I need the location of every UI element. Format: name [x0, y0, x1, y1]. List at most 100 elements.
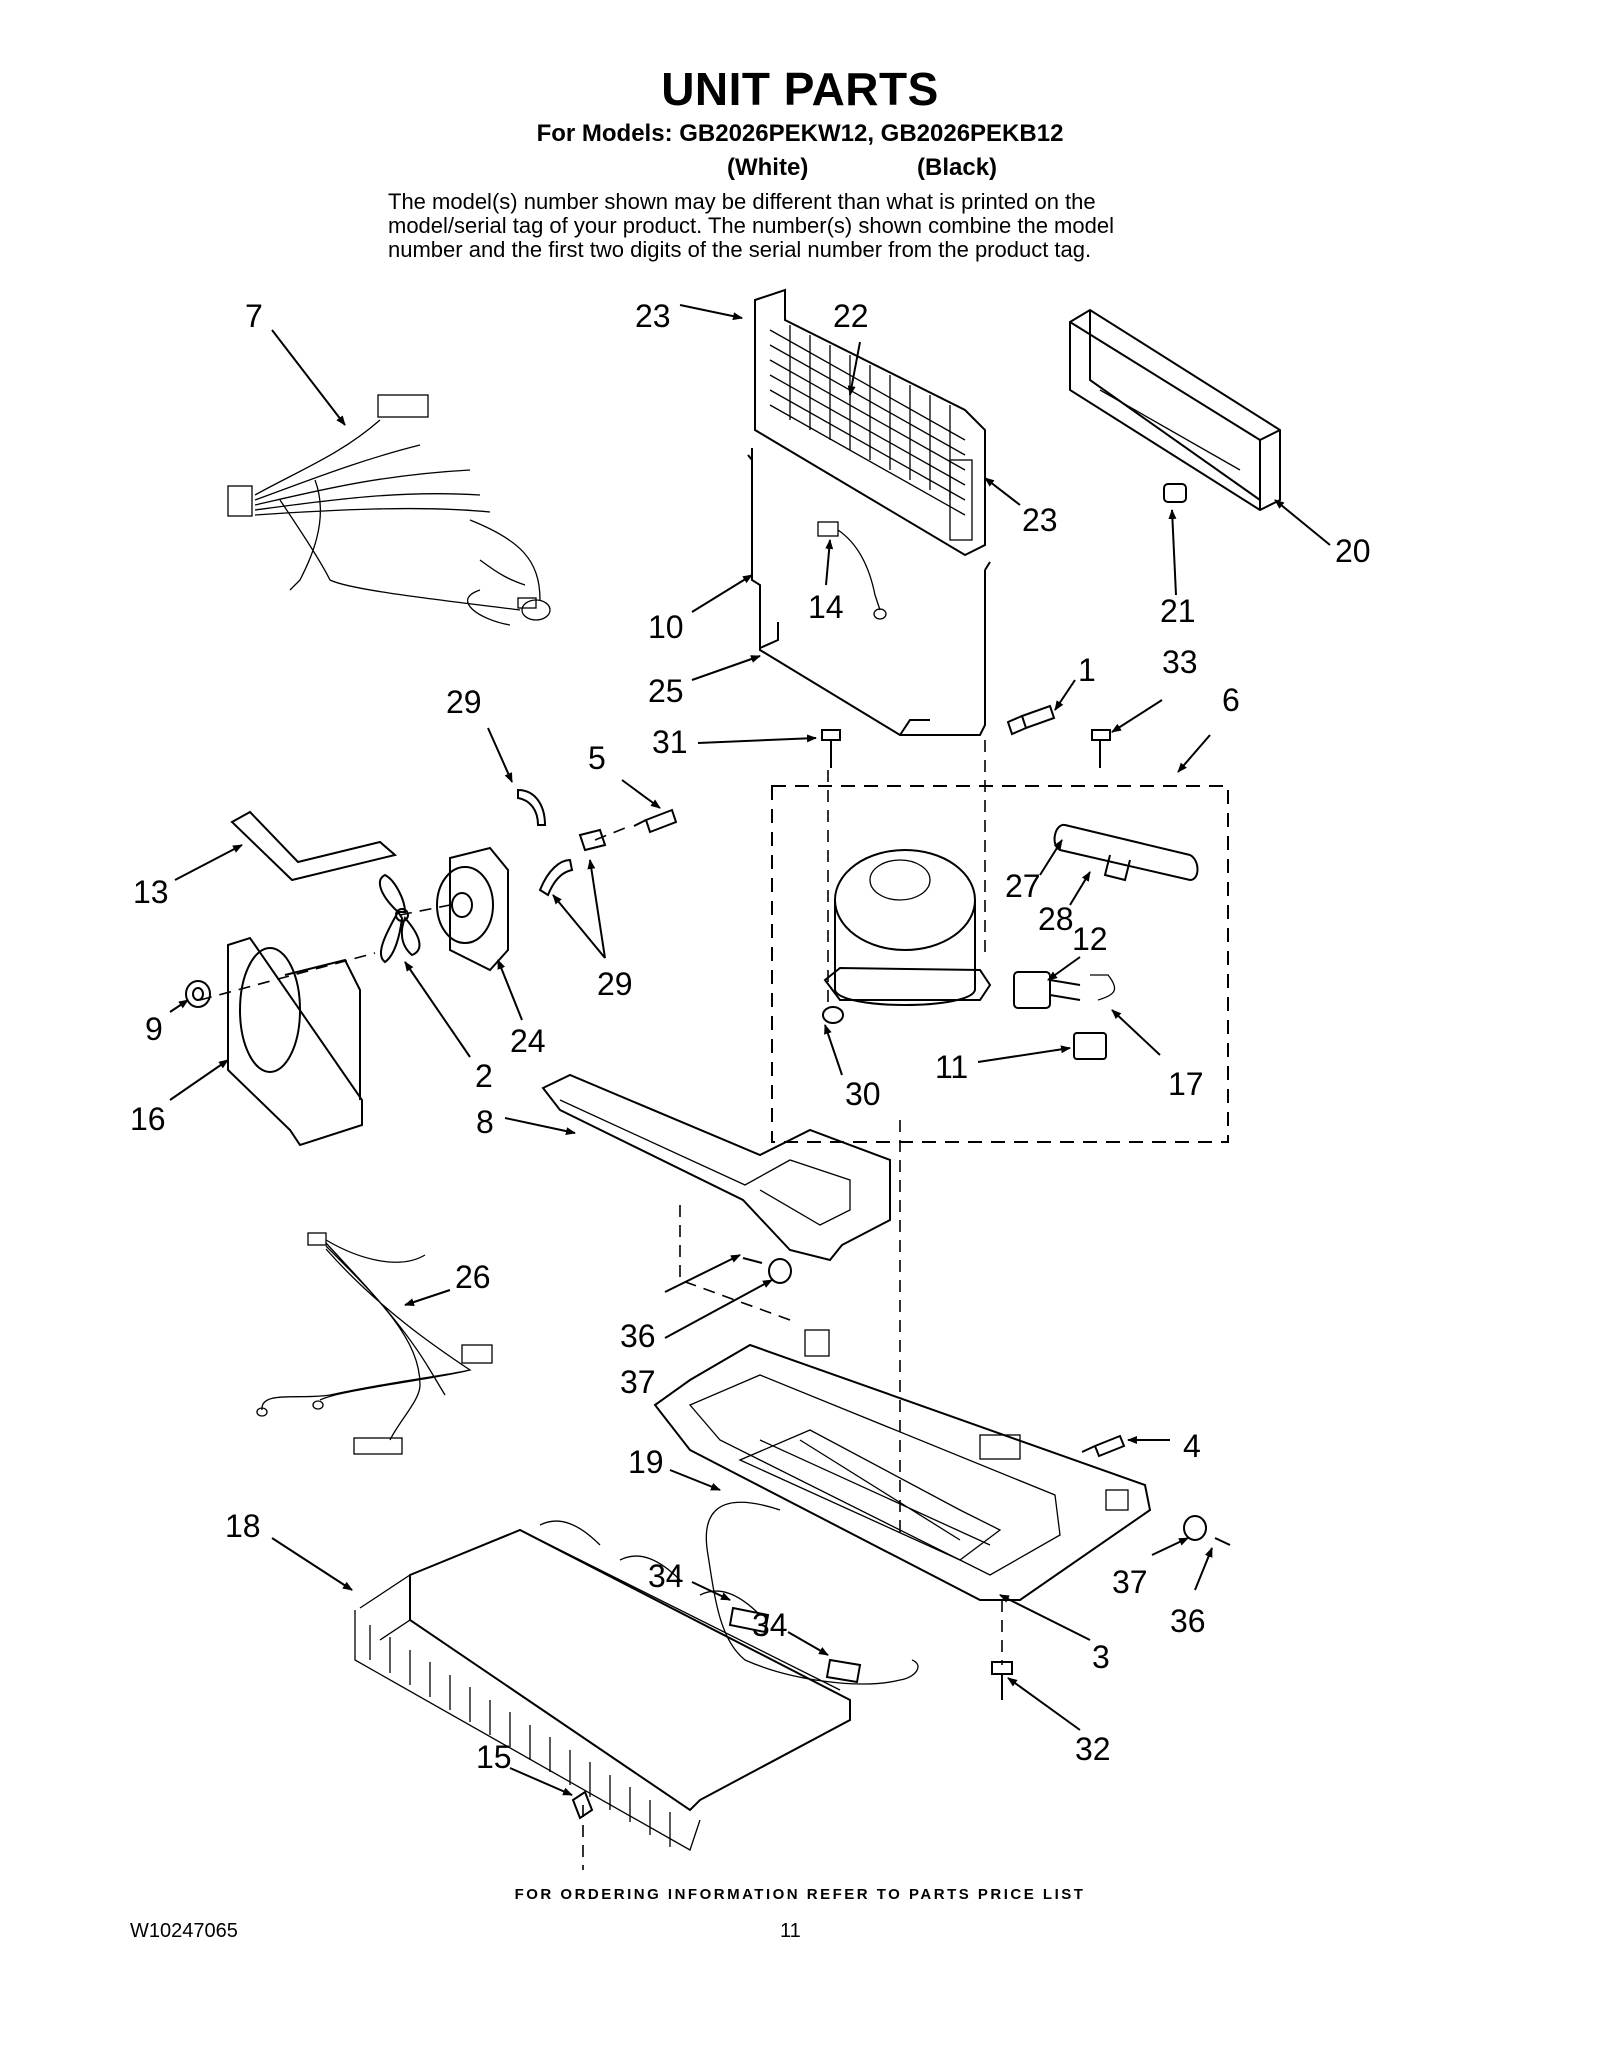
start-relay-12 [1013, 971, 1081, 1009]
callout-36: 36 [620, 1318, 656, 1354]
grommet-37 [768, 1258, 1207, 1541]
callout-1: 1 [1078, 652, 1096, 688]
wire-harness-17 [1090, 974, 1116, 1001]
leader-23a [679, 304, 743, 321]
leader-1 [1054, 679, 1076, 711]
screw-31 [821, 729, 841, 768]
leader-20 [1274, 499, 1331, 546]
callout-31: 31 [652, 724, 688, 760]
callout-18: 18 [225, 1508, 261, 1544]
callout-25: 25 [648, 673, 684, 709]
leader-10 [691, 574, 753, 613]
leader-33 [1111, 699, 1163, 733]
leader-29b-2 [552, 894, 606, 959]
gasket-13 [230, 810, 398, 882]
grommet-9 [185, 980, 211, 1008]
sleeve-34 [728, 1606, 862, 1684]
leader-6 [1177, 734, 1211, 773]
callout-9: 9 [145, 1011, 163, 1047]
callout-34: 34 [752, 1607, 788, 1643]
callout-33: 33 [1162, 644, 1198, 680]
condenser-22 [754, 288, 986, 557]
fan-shroud-16 [227, 936, 363, 1147]
disclaimer-line: number and the first two digits of the s… [388, 237, 1092, 262]
compressor-kit-6 [771, 785, 1229, 1143]
callout-36: 36 [1170, 1603, 1206, 1639]
leader-18 [271, 1537, 353, 1591]
model-numbers: For Models: GB2026PEKW12, GB2026PEKB12 [536, 120, 1064, 147]
leader-16 [169, 1059, 229, 1101]
callout-22: 22 [833, 298, 869, 334]
callout-16: 16 [130, 1101, 166, 1137]
leader-7 [271, 329, 346, 426]
callout-10: 10 [648, 609, 684, 645]
leader-26 [404, 1289, 451, 1306]
leader-36b [1194, 1547, 1213, 1591]
clip-15 [571, 1790, 594, 1820]
tube-19 [705, 1501, 919, 1685]
grommet-21 [1163, 483, 1187, 503]
callout-19: 19 [628, 1444, 664, 1480]
leader-3 [999, 1594, 1091, 1641]
callout-20: 20 [1335, 533, 1371, 569]
leader-36a [664, 1254, 741, 1293]
leader-21 [1168, 509, 1177, 596]
leader-15 [509, 1767, 573, 1796]
wire-harness-26 [256, 1232, 493, 1455]
screw-32 [991, 1661, 1013, 1700]
callout-37: 37 [620, 1364, 656, 1400]
leader-5 [621, 779, 661, 809]
leader-31 [697, 734, 817, 744]
leader-17 [1111, 1009, 1161, 1056]
drain-pan-8 [541, 1073, 891, 1262]
leader-34a [691, 1581, 731, 1601]
overload-11 [1073, 1032, 1107, 1060]
callout-11: 11 [935, 1049, 968, 1085]
leader-37a [664, 1279, 773, 1339]
callout-8: 8 [476, 1104, 494, 1140]
leader-34b [787, 1631, 829, 1656]
screw-4 [1081, 1434, 1126, 1458]
clip-29 [517, 788, 607, 897]
callout-24: 24 [510, 1023, 546, 1059]
disclaimer-line: model/serial tag of your product. The nu… [388, 213, 1114, 238]
page-number: 11 [780, 1920, 801, 1942]
fan-blade-2 [378, 873, 421, 964]
disclaimer-line: The model(s) number shown may be differe… [388, 189, 1096, 214]
leader-2 [404, 961, 471, 1058]
variant-black-label: (Black) [917, 154, 998, 181]
callout-leaders [169, 304, 1331, 1796]
callout-21: 21 [1160, 593, 1196, 629]
callout-23: 23 [635, 298, 671, 334]
leader-27 [1039, 839, 1063, 876]
callout-30: 30 [845, 1076, 881, 1112]
ordering-note: FOR ORDERING INFORMATION REFER TO PARTS … [514, 1886, 1086, 1903]
callout-29: 29 [597, 966, 633, 1002]
leader-14 [825, 539, 834, 586]
leader-12 [1047, 956, 1081, 981]
leader-25 [691, 655, 761, 681]
leader-37b [1151, 1537, 1189, 1556]
callout-6: 6 [1222, 682, 1240, 718]
model-disclaimer: The model(s) number shown may be differe… [388, 190, 1248, 262]
wiring-harness-7 [227, 394, 551, 626]
callout-7: 7 [245, 298, 263, 334]
pin-36 [742, 1257, 1231, 1546]
callout-13: 13 [133, 874, 169, 910]
leader-13 [174, 844, 243, 881]
callout-27: 27 [1005, 868, 1041, 904]
leader-32 [1007, 1677, 1081, 1731]
callout-32: 32 [1075, 1731, 1111, 1767]
document-number: W10247065 [130, 1920, 238, 1942]
condenser-duct-20 [1069, 308, 1281, 512]
callout-29: 29 [446, 684, 482, 720]
callout-2: 2 [475, 1058, 493, 1094]
leader-28 [1069, 871, 1091, 906]
coil-18 [354, 1520, 851, 1851]
callout-26: 26 [455, 1259, 491, 1295]
leader-9 [169, 999, 189, 1013]
callout-17: 17 [1168, 1066, 1204, 1102]
screw-33 [1091, 729, 1111, 768]
leader-11 [977, 1045, 1071, 1063]
